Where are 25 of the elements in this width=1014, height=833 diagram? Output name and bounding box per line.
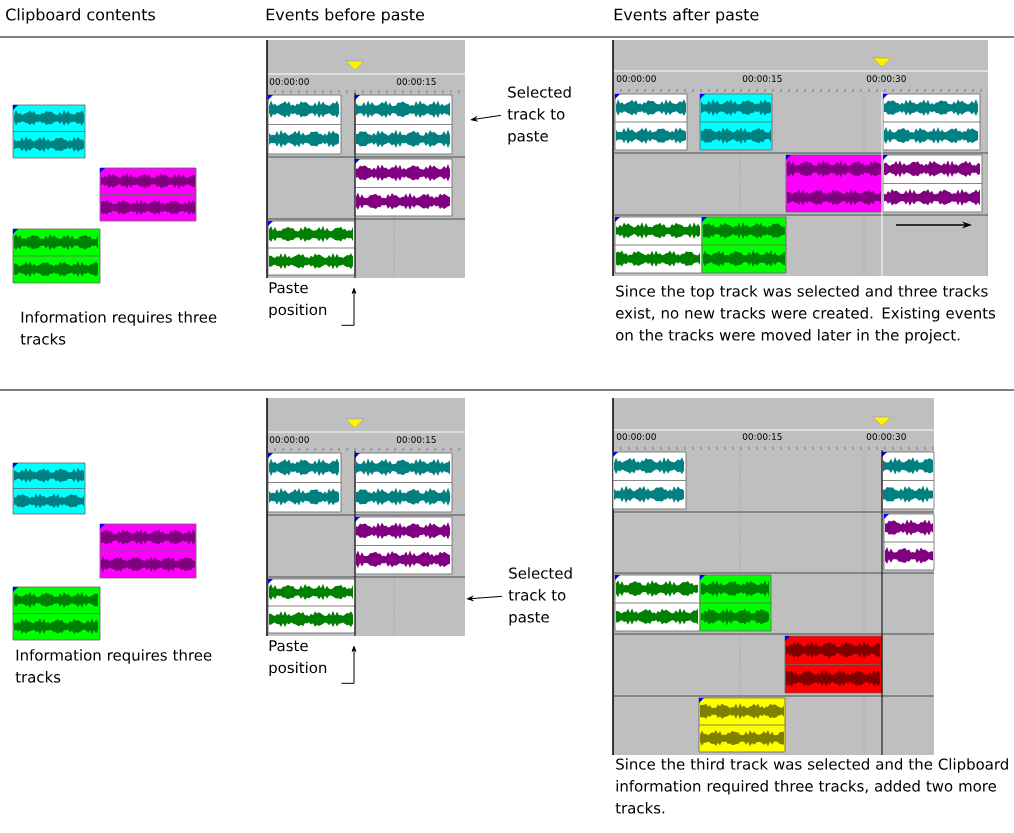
timecode-label: 00:00:00 (616, 433, 656, 440)
column-heading: Events after paste (614, 8, 759, 24)
timecode-label: 00:00:00 (269, 436, 309, 443)
column-heading: Clipboard contents (6, 8, 155, 24)
callout-text: Paste position (269, 282, 327, 319)
arrow (470, 114, 502, 122)
arrow (466, 595, 503, 601)
timecode-label: 00:00:15 (742, 433, 782, 440)
timecode-label: 00:00:15 (396, 78, 436, 85)
callout-text: Paste position (269, 640, 327, 677)
timecode-label: 00:00:00 (269, 78, 309, 85)
timecode-label: 00:00:30 (866, 433, 906, 440)
description-text: Since the third track was selected and the Clipboard information required three tracks, added two more tracks. (615, 758, 1008, 814)
callout-text: Selected track to paste (508, 567, 572, 626)
column-heading: Events before paste (266, 8, 424, 24)
description-text: Since the top track was selected and three tracks exist, no new tracks were created. Existing events on the tracks were moved later in the project. (616, 285, 996, 344)
leader-line (340, 287, 357, 326)
timecode-label: 00:00:00 (616, 75, 656, 82)
timecode-label: 00:00:15 (742, 75, 782, 82)
timecode-label: 00:00:30 (866, 75, 906, 82)
caption-text: Information requires three tracks (15, 649, 212, 683)
callout-text: Selected track to paste (507, 86, 571, 145)
leader-line (340, 645, 357, 684)
timecode-label: 00:00:15 (396, 436, 436, 443)
caption-text: Information requires three tracks (20, 311, 217, 345)
